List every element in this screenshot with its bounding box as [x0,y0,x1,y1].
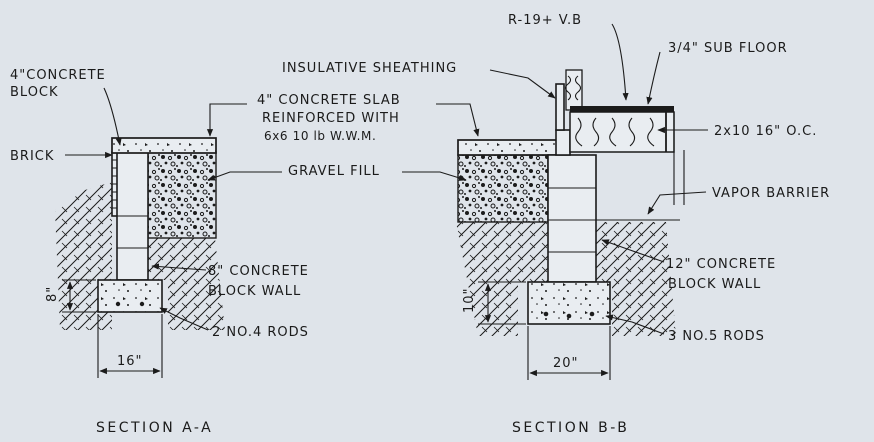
leader-slab [206,103,247,137]
dim-text-20in: 20" [553,356,579,371]
leader-vapor-barrier [647,191,707,215]
earth-right-a [148,238,225,330]
floor-framing [555,69,685,205]
label-vapor-barrier: VAPOR BARRIER [712,186,830,201]
dim-footing-height-b [478,281,526,325]
leader-gravel-b [402,171,467,181]
dim-text-8in: 8" [45,286,60,302]
dim-footing-width-a [97,314,163,378]
label-slab-1: 4" CONCRETE SLAB [257,93,401,108]
sill-plate [555,129,571,156]
label-rods-a: 2 NO.4 RODS [212,325,309,340]
label-subfloor: 3/4" SUB FLOOR [668,41,788,56]
label-concrete-block-2: BLOCK [10,85,59,100]
rim-joist [569,111,675,153]
leader-insulation [611,23,629,101]
leader-sheathing [489,69,556,99]
section-b-title: SECTION B-B [512,420,629,436]
label-wall-b-2: BLOCK WALL [668,277,761,292]
label-gravel-fill: GRAVEL FILL [288,164,380,179]
block-wall-12in [547,154,597,283]
leader-block-wall-a [151,263,207,271]
label-wall-a-2: BLOCK WALL [208,284,301,299]
label-insulation: R-19+ V.B [508,13,582,28]
leader-concrete-block [103,87,122,146]
block-wall-8in [116,151,149,281]
insulation-batt [575,117,655,147]
label-wall-b-1: 12" CONCRETE [666,257,776,272]
earth-left-b [456,222,548,336]
label-slab-3: 6x6 10 lb W.W.M. [264,129,376,143]
label-sheathing: INSULATIVE SHEATHING [282,61,457,76]
label-concrete-block-1: 4"CONCRETE [10,68,106,83]
gravel-fill-b [457,154,549,223]
section-b-drawing [402,23,708,380]
leader-subfloor [646,51,661,105]
leader-block-wall-b [601,239,665,263]
leader-slab-b [436,103,480,137]
wall-sheathing [555,83,565,131]
dim-footing-height-a [62,279,96,313]
label-slab-2: REINFORCED WITH [262,111,400,126]
earth-right-b [596,222,676,336]
section-a-drawing [55,87,282,378]
label-rods-b: 3 NO.5 RODS [668,329,765,344]
label-brick: BRICK [10,149,54,164]
rods-b [543,311,595,319]
leader-rods-a [159,307,209,331]
label-joists: 2x10 16" O.C. [714,124,817,139]
subfloor [570,106,674,112]
gravel-fill-a [147,151,217,239]
dim-footing-width-b [527,326,611,380]
label-wall-a-1: 8" CONCRETE [208,264,309,279]
dim-text-10in: 10" [462,287,477,313]
section-a-title: SECTION A-A [96,420,213,436]
leader-rods-b [605,314,665,335]
leader-gravel [207,171,282,181]
rods-a [115,301,145,307]
dim-text-16in: 16" [117,354,143,369]
